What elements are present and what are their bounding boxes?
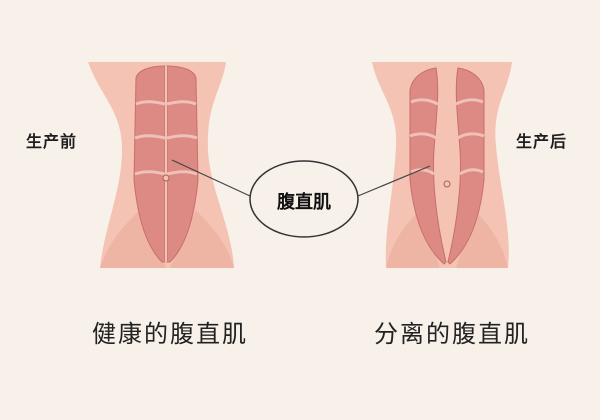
separated-intersections (409, 98, 485, 176)
caption-right: 分离的腹直肌 (374, 320, 530, 348)
before-label: 生产前 (26, 132, 78, 151)
healthy-intersections (134, 100, 198, 176)
caption-left: 健康的腹直肌 (92, 320, 248, 348)
separated-rectus-right (447, 67, 485, 265)
center-callout-ellipse (249, 160, 359, 238)
center-label: 腹直肌 (277, 192, 331, 213)
leader-line-right (357, 165, 431, 197)
separated-rectus-left (409, 67, 447, 265)
healthy-rectus-left (133, 65, 166, 263)
healthy-navel (162, 174, 170, 182)
healthy-torso-shadow (100, 210, 234, 268)
separated-torso-shadow (386, 210, 508, 268)
leader-line-left (171, 159, 251, 197)
separated-navel (443, 180, 451, 188)
healthy-rectus-right (166, 65, 199, 263)
separated-torso (372, 62, 512, 268)
healthy-torso (88, 62, 234, 268)
after-label: 生产后 (516, 132, 568, 151)
